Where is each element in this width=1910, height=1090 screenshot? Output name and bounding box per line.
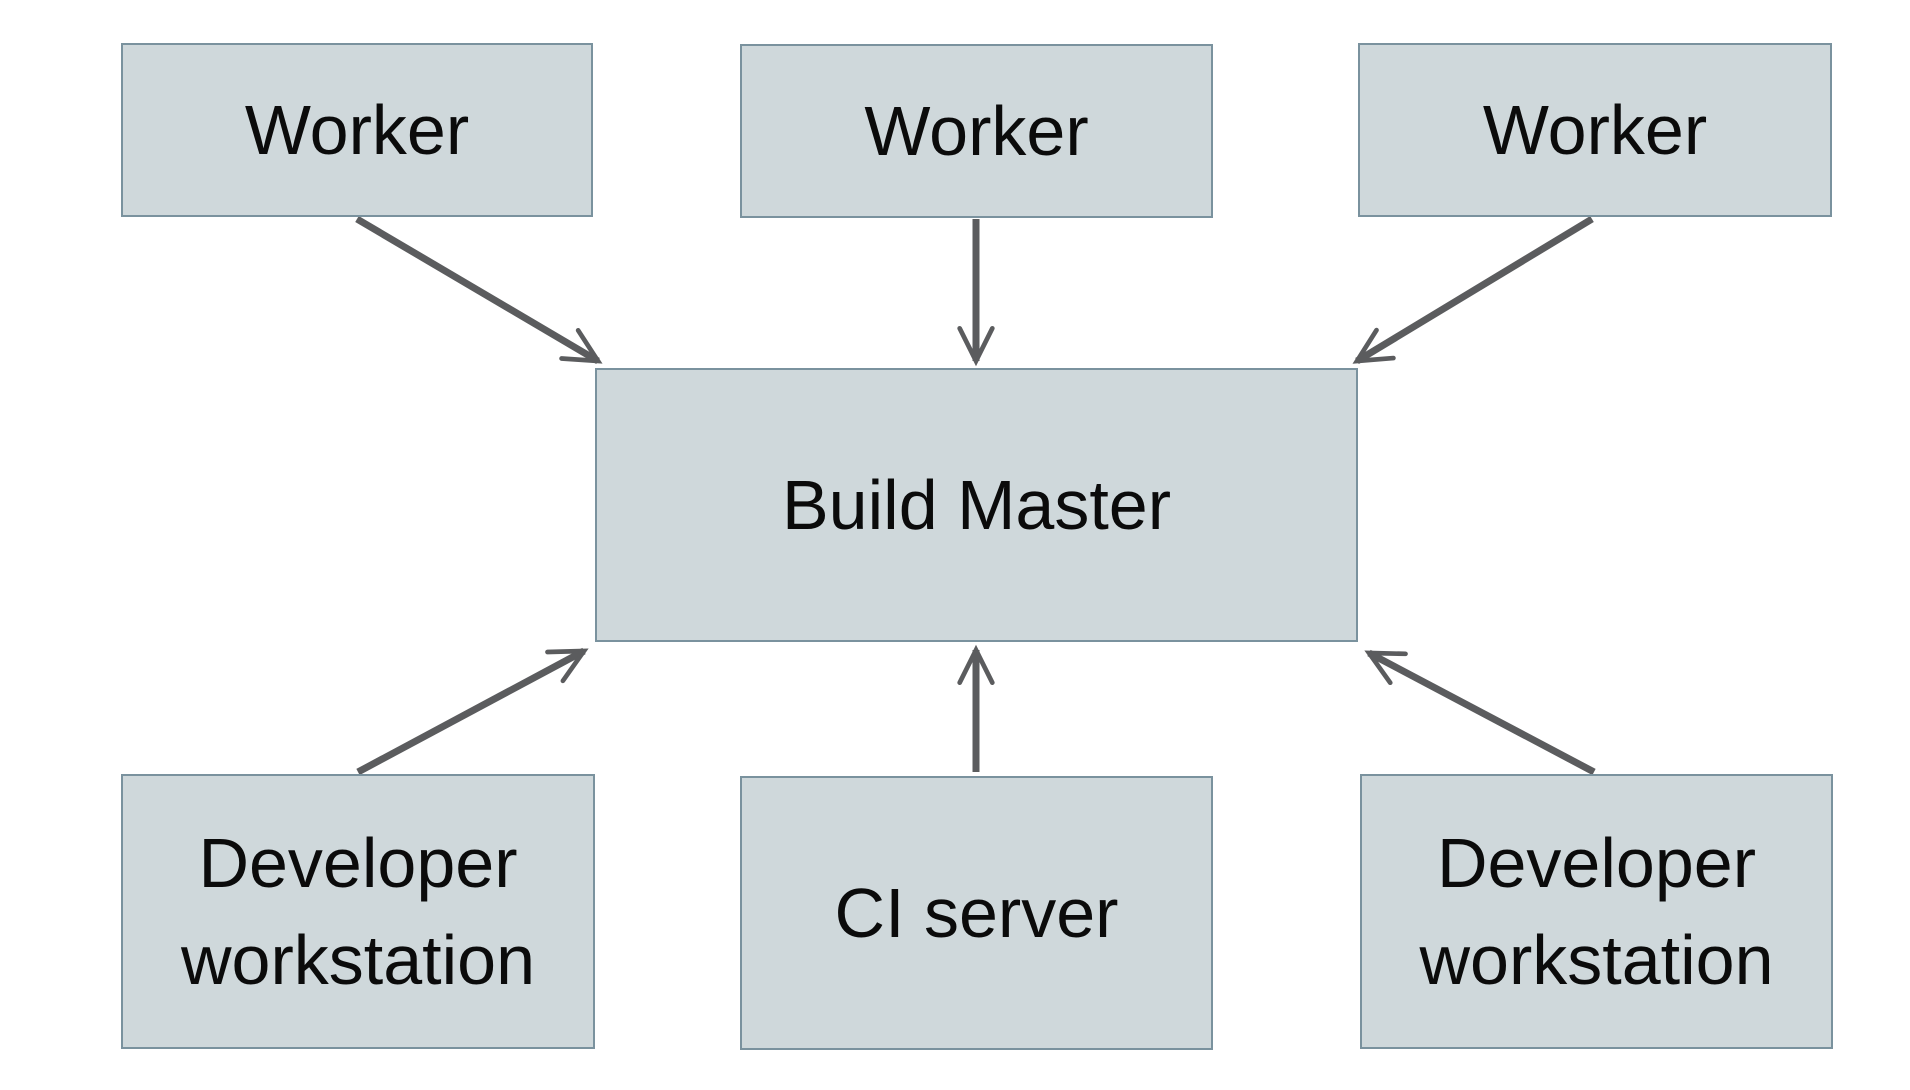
arrow-worker-3-to-build-master bbox=[1352, 216, 1594, 364]
node-developer-workstation-left: Developer workstation bbox=[121, 774, 595, 1049]
node-worker-1: Worker bbox=[121, 43, 593, 217]
arrow-worker-1-to-build-master bbox=[355, 215, 603, 365]
node-label-worker-1: Worker bbox=[244, 90, 470, 169]
node-developer-workstation-right: Developer workstation bbox=[1360, 774, 1833, 1049]
node-label-developer-workstation-left: Developer workstation bbox=[180, 823, 536, 999]
node-label-developer-workstation-right: Developer workstation bbox=[1419, 823, 1774, 999]
node-worker-3: Worker bbox=[1358, 43, 1832, 217]
arrow-developer-workstation-left-to-build-master bbox=[356, 647, 589, 776]
node-worker-2: Worker bbox=[740, 44, 1213, 218]
arrow-developer-workstation-right-to-build-master bbox=[1364, 649, 1596, 776]
node-ci-server: CI server bbox=[740, 776, 1213, 1050]
node-label-ci-server: CI server bbox=[834, 873, 1119, 952]
node-label-build-master: Build Master bbox=[781, 465, 1172, 544]
node-build-master: Build Master bbox=[595, 368, 1358, 642]
node-label-worker-2: Worker bbox=[864, 91, 1089, 170]
node-label-worker-3: Worker bbox=[1482, 90, 1708, 169]
